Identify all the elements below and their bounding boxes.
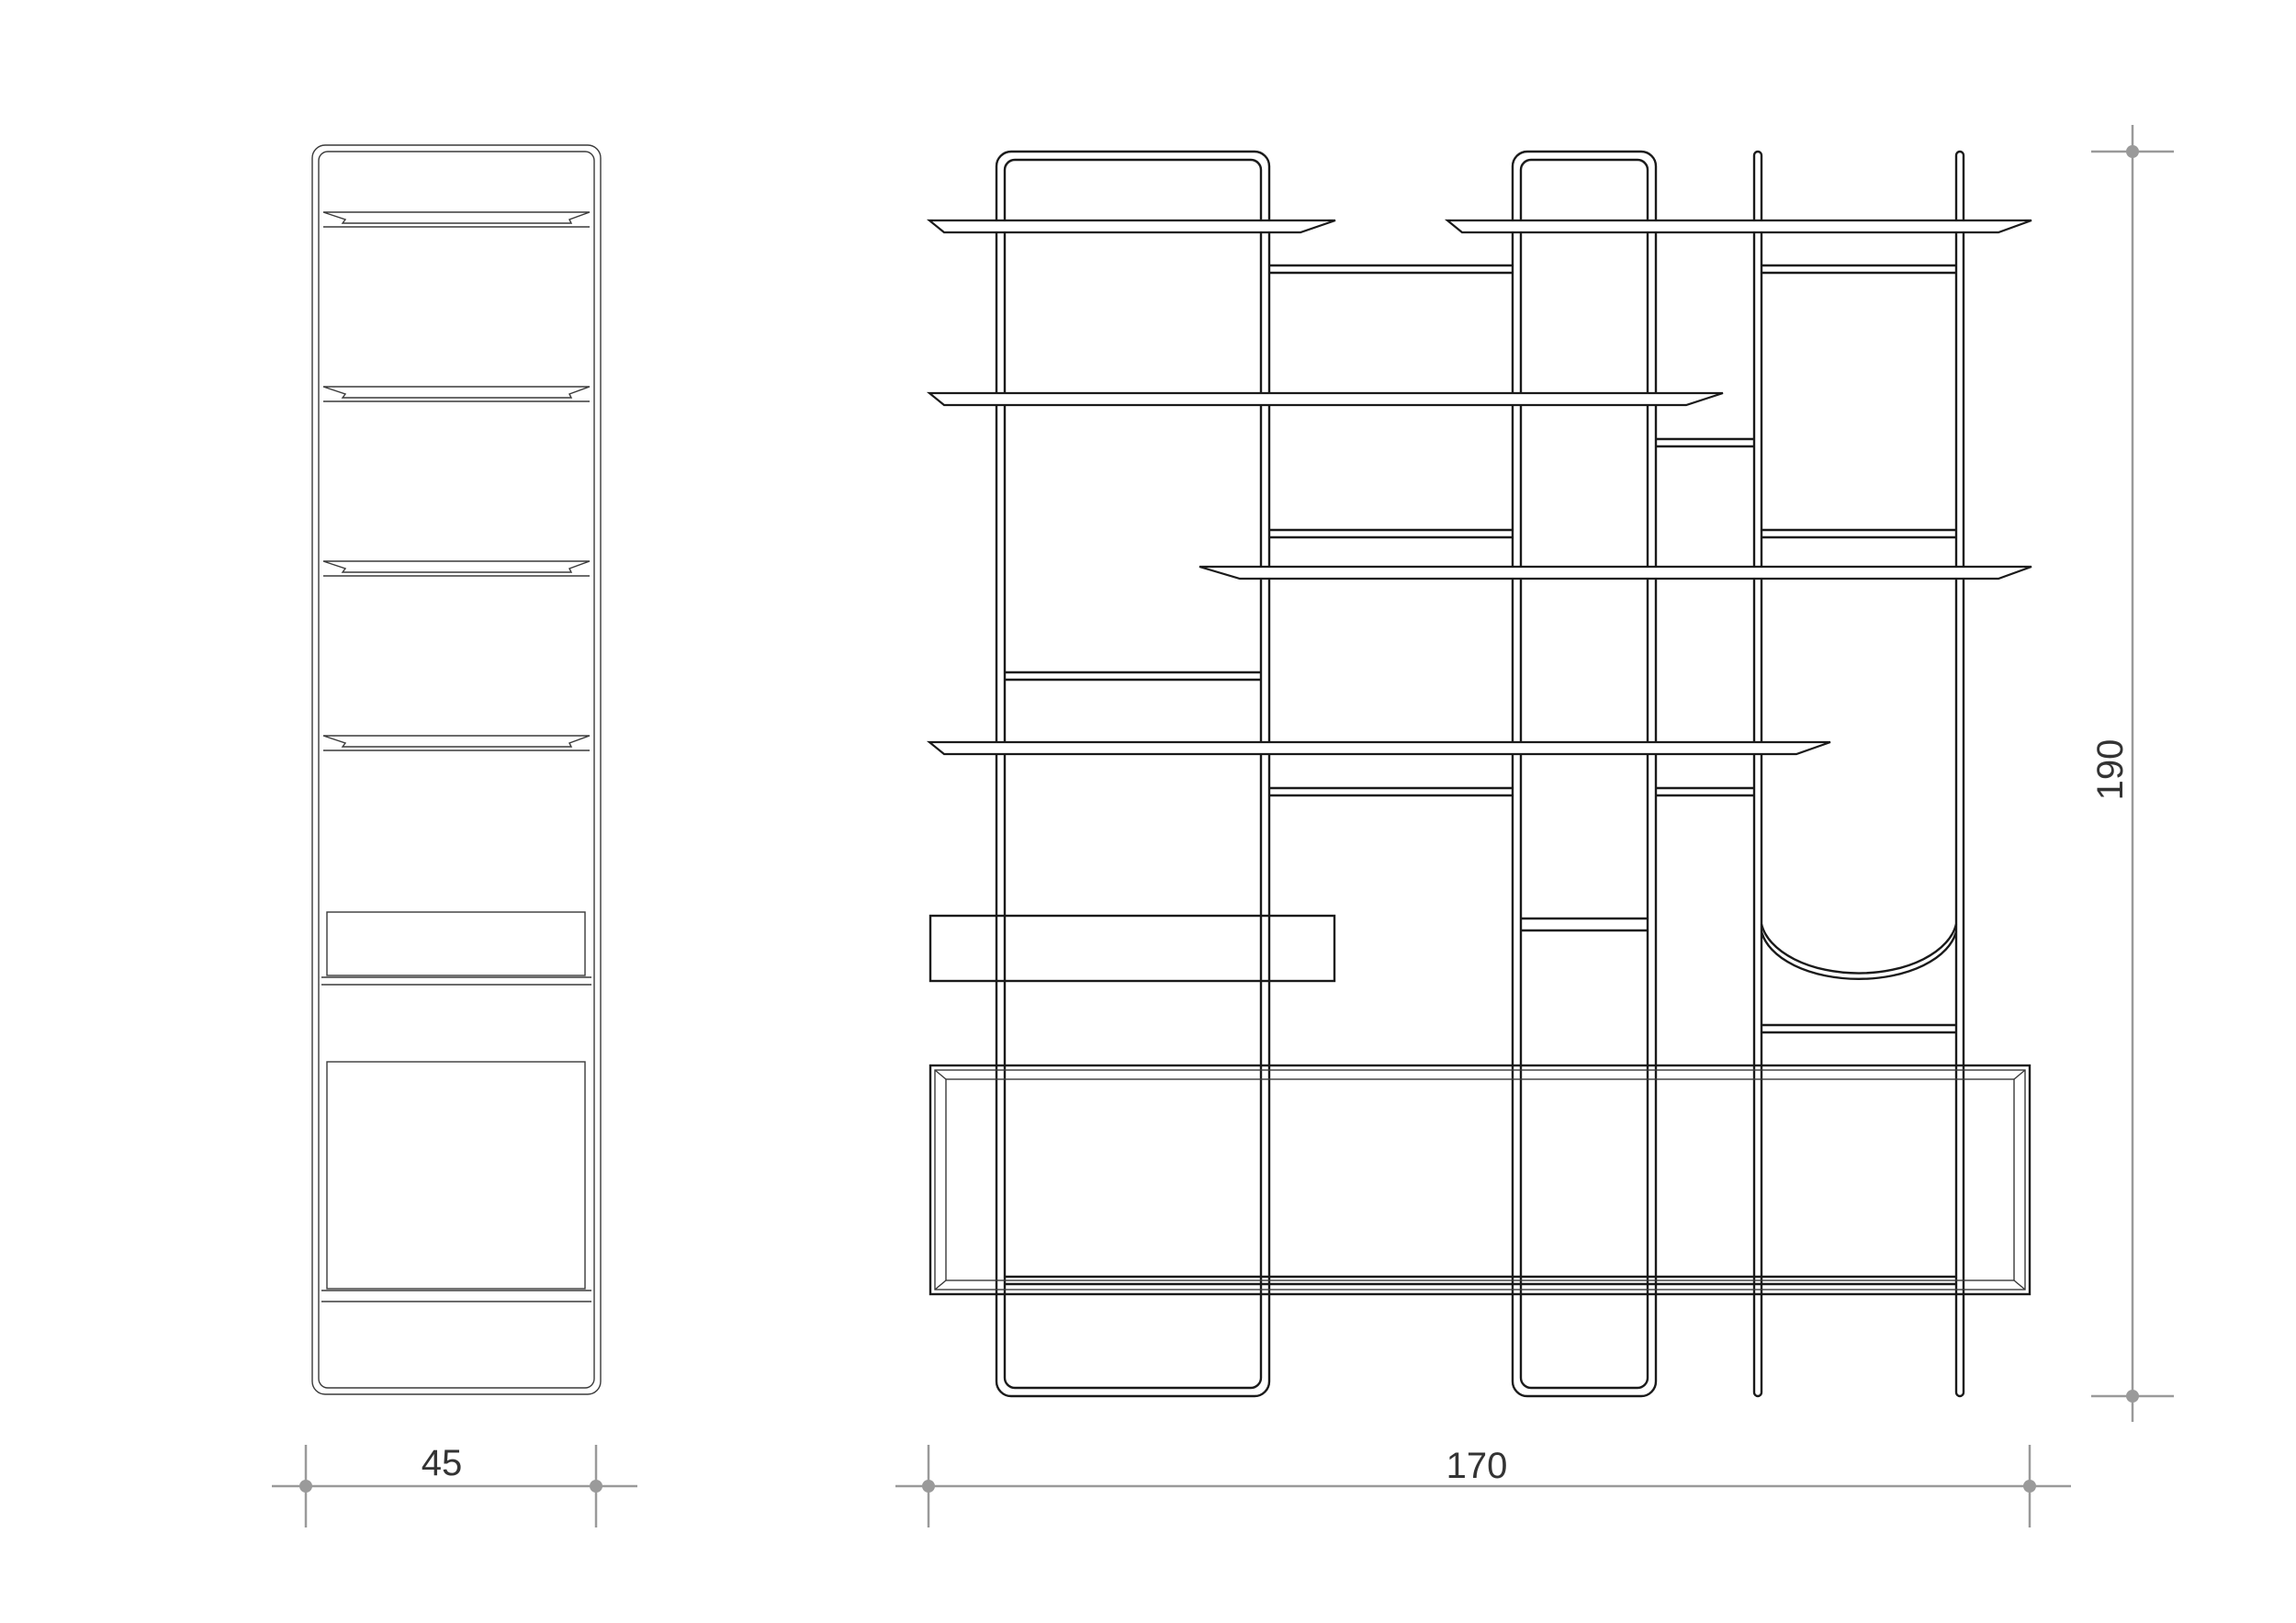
front-rail-9 xyxy=(1521,917,1648,932)
front-rod-2 xyxy=(1954,150,1965,1398)
dimension-width-label: 170 xyxy=(1446,1446,1508,1486)
front-rail-8 xyxy=(1656,786,1754,797)
front-rail-1 xyxy=(1269,264,1513,275)
dimension-height: 190 xyxy=(2090,125,2174,1422)
front-rail-5 xyxy=(1761,528,1956,539)
side-shelf-3 xyxy=(322,560,591,577)
dimension-width: 170 xyxy=(895,1445,2071,1527)
side-view xyxy=(311,144,602,1395)
dimension-depth: 45 xyxy=(272,1443,637,1527)
front-shelf-4 xyxy=(926,740,1831,756)
front-drawer-box xyxy=(929,914,1336,983)
front-rail-2 xyxy=(1761,264,1956,275)
side-shelf-2 xyxy=(322,386,591,402)
front-shelf-2 xyxy=(926,391,1724,407)
side-shelf-4 xyxy=(322,735,591,751)
side-shelf-1 xyxy=(322,211,591,228)
side-frame-inner xyxy=(318,151,595,1389)
front-ladder-frame-left-inner xyxy=(1003,158,1263,1390)
front-rail-3 xyxy=(1656,437,1754,448)
dimension-height-label: 190 xyxy=(2090,739,2131,801)
front-rail-7 xyxy=(1269,786,1513,797)
side-frame-outer xyxy=(311,144,602,1395)
front-ladder-frame-left xyxy=(995,150,1271,1398)
front-rail-6 xyxy=(1005,671,1261,682)
side-drawer-box xyxy=(326,911,586,976)
front-view xyxy=(926,150,2032,1398)
front-bottom-cabinet xyxy=(929,1064,2032,1296)
front-shelf-3 xyxy=(1199,565,2032,580)
front-shelf-top-right xyxy=(1444,219,2032,234)
dimension-depth-label: 45 xyxy=(422,1443,463,1483)
front-curved-sling xyxy=(1760,923,1958,975)
front-ladder-frame-middle xyxy=(1511,150,1658,1398)
side-cabinet-box xyxy=(326,1061,586,1290)
front-shelf-top-left xyxy=(926,219,1336,234)
front-rail-4 xyxy=(1269,528,1513,539)
front-ladder-frame-middle-inner xyxy=(1519,158,1649,1390)
front-rail-10 xyxy=(1761,1023,1956,1034)
front-rod-1 xyxy=(1752,150,1763,1398)
